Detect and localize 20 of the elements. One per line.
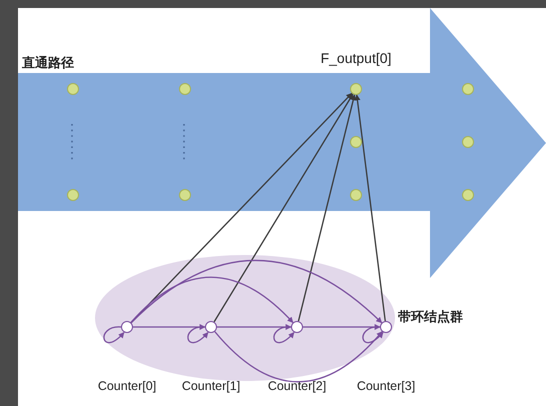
loop-arrow: [187, 326, 208, 344]
arrow: [130, 260, 382, 324]
cluster-label: 带环结点群: [398, 308, 463, 326]
arrow: [130, 276, 294, 324]
node-label: Counter[1]: [180, 379, 242, 393]
loop-arrow: [362, 326, 384, 344]
arrow: [303, 324, 381, 330]
node-label: F_output[0]: [320, 50, 392, 66]
arrow: [133, 324, 206, 330]
loop-arrow: [273, 326, 294, 344]
band-title: 直通路径: [22, 54, 74, 72]
node-label: Counter[2]: [266, 379, 328, 393]
arrow: [217, 324, 292, 330]
loop-arrow: [103, 326, 124, 344]
arrow: [214, 94, 354, 322]
arrow: [298, 94, 356, 322]
node-label: Counter[3]: [356, 379, 416, 393]
node-label: Counter[0]: [96, 379, 158, 393]
arrow: [214, 331, 383, 382]
arrow: [354, 94, 386, 322]
